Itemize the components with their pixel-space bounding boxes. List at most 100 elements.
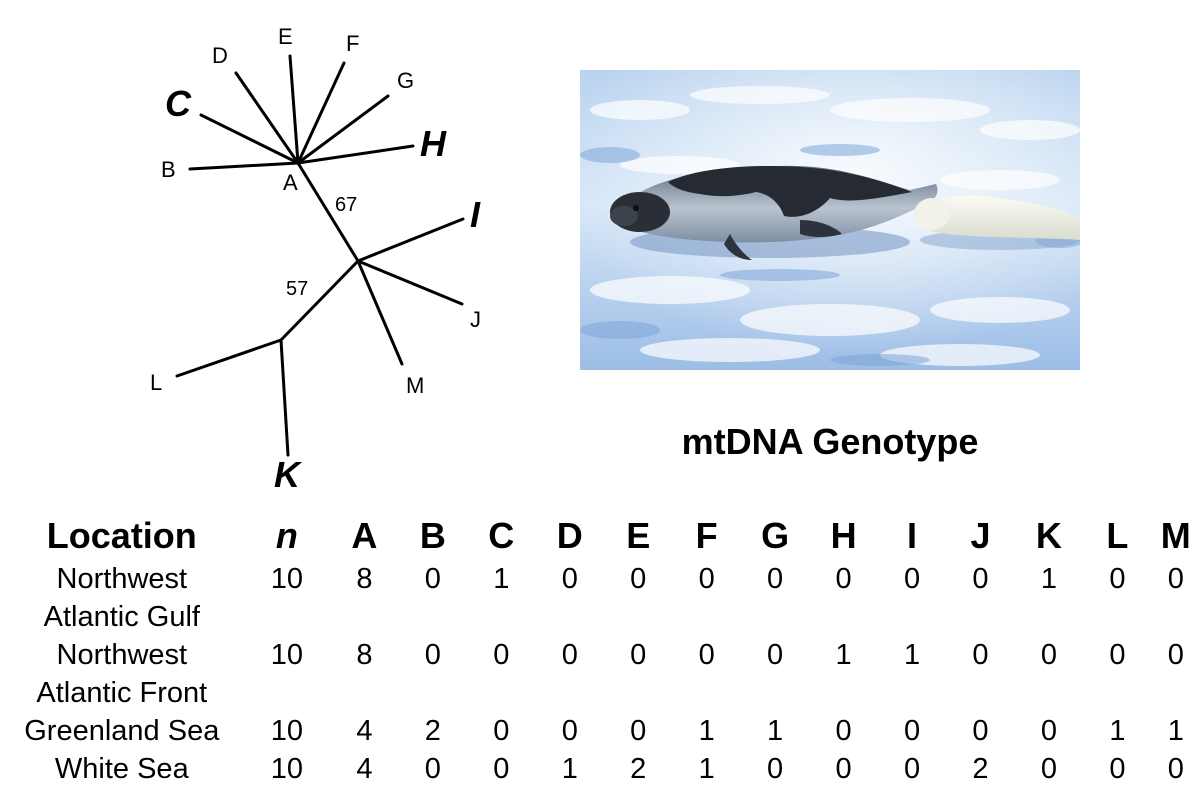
branch-node1-node2 — [279, 259, 360, 342]
branch-node1-i — [356, 217, 465, 263]
cell-k: 0 — [1040, 639, 1057, 671]
cell-f: 1 — [698, 715, 715, 747]
node-label-f: F — [346, 31, 359, 56]
cell-g: 0 — [767, 753, 784, 785]
cell-h: 1 — [835, 639, 852, 671]
node-label-m: M — [406, 373, 424, 398]
row-location: White Sea — [54, 753, 189, 785]
cell-a: 8 — [356, 563, 373, 595]
seal-pup — [914, 195, 1080, 250]
header-genotype-a: A — [351, 515, 378, 556]
cell-i: 1 — [903, 639, 921, 671]
cell-c: 0 — [493, 639, 510, 671]
cell-f: 0 — [698, 563, 715, 595]
cell-n: 10 — [270, 753, 304, 785]
cell-j: 0 — [972, 715, 989, 747]
node-label-h: H — [420, 123, 447, 164]
cell-b: 0 — [424, 563, 441, 595]
table-row: White Sea 10 4 0 0 1 2 1 0 0 0 2 0 0 0 — [0, 750, 1200, 788]
cell-n: 10 — [270, 639, 304, 671]
tree-branches — [175, 54, 465, 457]
cell-n: 10 — [270, 563, 304, 595]
node-label-b: B — [161, 157, 176, 182]
cell-e: 0 — [630, 639, 647, 671]
adult-seal — [610, 165, 938, 260]
cell-b: 0 — [424, 753, 441, 785]
cell-m: 0 — [1167, 753, 1184, 785]
cell-h: 0 — [835, 715, 852, 747]
branch-a-d — [234, 71, 300, 165]
branch-node1-m — [356, 259, 404, 366]
header-genotype-f: F — [695, 515, 718, 556]
node-label-j: J — [470, 307, 481, 332]
cell-f: 1 — [698, 753, 715, 785]
branch-a-h — [296, 144, 415, 165]
cell-k: 1 — [1040, 563, 1057, 595]
cell-j: 2 — [972, 753, 989, 785]
branch-a-node1 — [296, 161, 360, 263]
node-label-c: C — [165, 83, 192, 124]
cell-m: 0 — [1167, 639, 1184, 671]
cell-g: 0 — [767, 563, 784, 595]
header-genotype-k: K — [1035, 515, 1062, 556]
cell-k: 0 — [1040, 753, 1057, 785]
harp-seal-image — [580, 70, 1080, 370]
cell-b: 2 — [424, 715, 441, 747]
branch-a-f — [296, 61, 346, 165]
cell-e: 0 — [630, 563, 647, 595]
location-line-1: Northwest — [56, 639, 188, 671]
cell-j: 0 — [972, 563, 989, 595]
header-genotype-i: I — [907, 515, 918, 556]
cell-i: 0 — [903, 563, 921, 595]
cell-n: 10 — [270, 715, 304, 747]
genotype-table-title: mtDNA Genotype — [681, 421, 979, 462]
cell-m: 1 — [1167, 715, 1184, 747]
cell-l: 1 — [1109, 715, 1126, 747]
node-label-a: A — [283, 170, 298, 195]
cell-c: 1 — [493, 563, 510, 595]
cell-i: 0 — [903, 715, 921, 747]
cell-c: 0 — [493, 753, 510, 785]
location-line-2: Atlantic Front — [36, 677, 208, 709]
node-label-g: G — [397, 68, 414, 93]
cell-h: 0 — [835, 753, 852, 785]
branch-a-e — [288, 54, 300, 165]
harp-seal-photo — [580, 70, 1080, 370]
cell-d: 0 — [561, 715, 578, 747]
table-row: Greenland Sea 10 4 2 0 0 0 1 1 0 0 0 0 1… — [0, 712, 1200, 750]
cell-h: 0 — [835, 563, 852, 595]
haplotype-tree: A B C D E F G H I J K L M 67 57 — [150, 24, 481, 495]
cell-e: 2 — [630, 753, 647, 785]
table-header-row: Location n A B C D E F G H I J K L M — [0, 512, 1200, 560]
header-genotype-l: L — [1106, 515, 1129, 556]
cell-b: 0 — [424, 639, 441, 671]
header-genotype-c: C — [488, 515, 515, 556]
header-location: Location — [46, 515, 197, 556]
node-label-k: K — [274, 454, 303, 495]
genotype-table: Location n A B C D E F G H I J K L M Nor… — [0, 512, 1200, 788]
cell-l: 0 — [1109, 753, 1126, 785]
bootstrap-label-57: 57 — [286, 278, 308, 300]
cell-e: 0 — [630, 715, 647, 747]
cell-i: 0 — [903, 753, 921, 785]
tree-labels: A B C D E F G H I J K L M 67 57 — [150, 24, 481, 495]
cell-a: 4 — [356, 715, 373, 747]
header-genotype-g: G — [761, 515, 790, 556]
cell-g: 0 — [767, 639, 784, 671]
header-genotype-h: H — [830, 515, 857, 556]
header-genotype-b: B — [419, 515, 446, 556]
cell-j: 0 — [972, 639, 989, 671]
header-genotype-e: E — [626, 515, 651, 556]
branch-a-g — [296, 94, 390, 165]
cell-l: 0 — [1109, 639, 1126, 671]
header-n: n — [275, 515, 298, 556]
row-location: Greenland Sea — [24, 715, 220, 747]
cell-a: 8 — [356, 639, 373, 671]
branch-a-c — [199, 113, 300, 165]
location-line-2: Atlantic Gulf — [43, 601, 200, 633]
cell-l: 0 — [1109, 563, 1126, 595]
branch-node2-k — [279, 338, 290, 457]
